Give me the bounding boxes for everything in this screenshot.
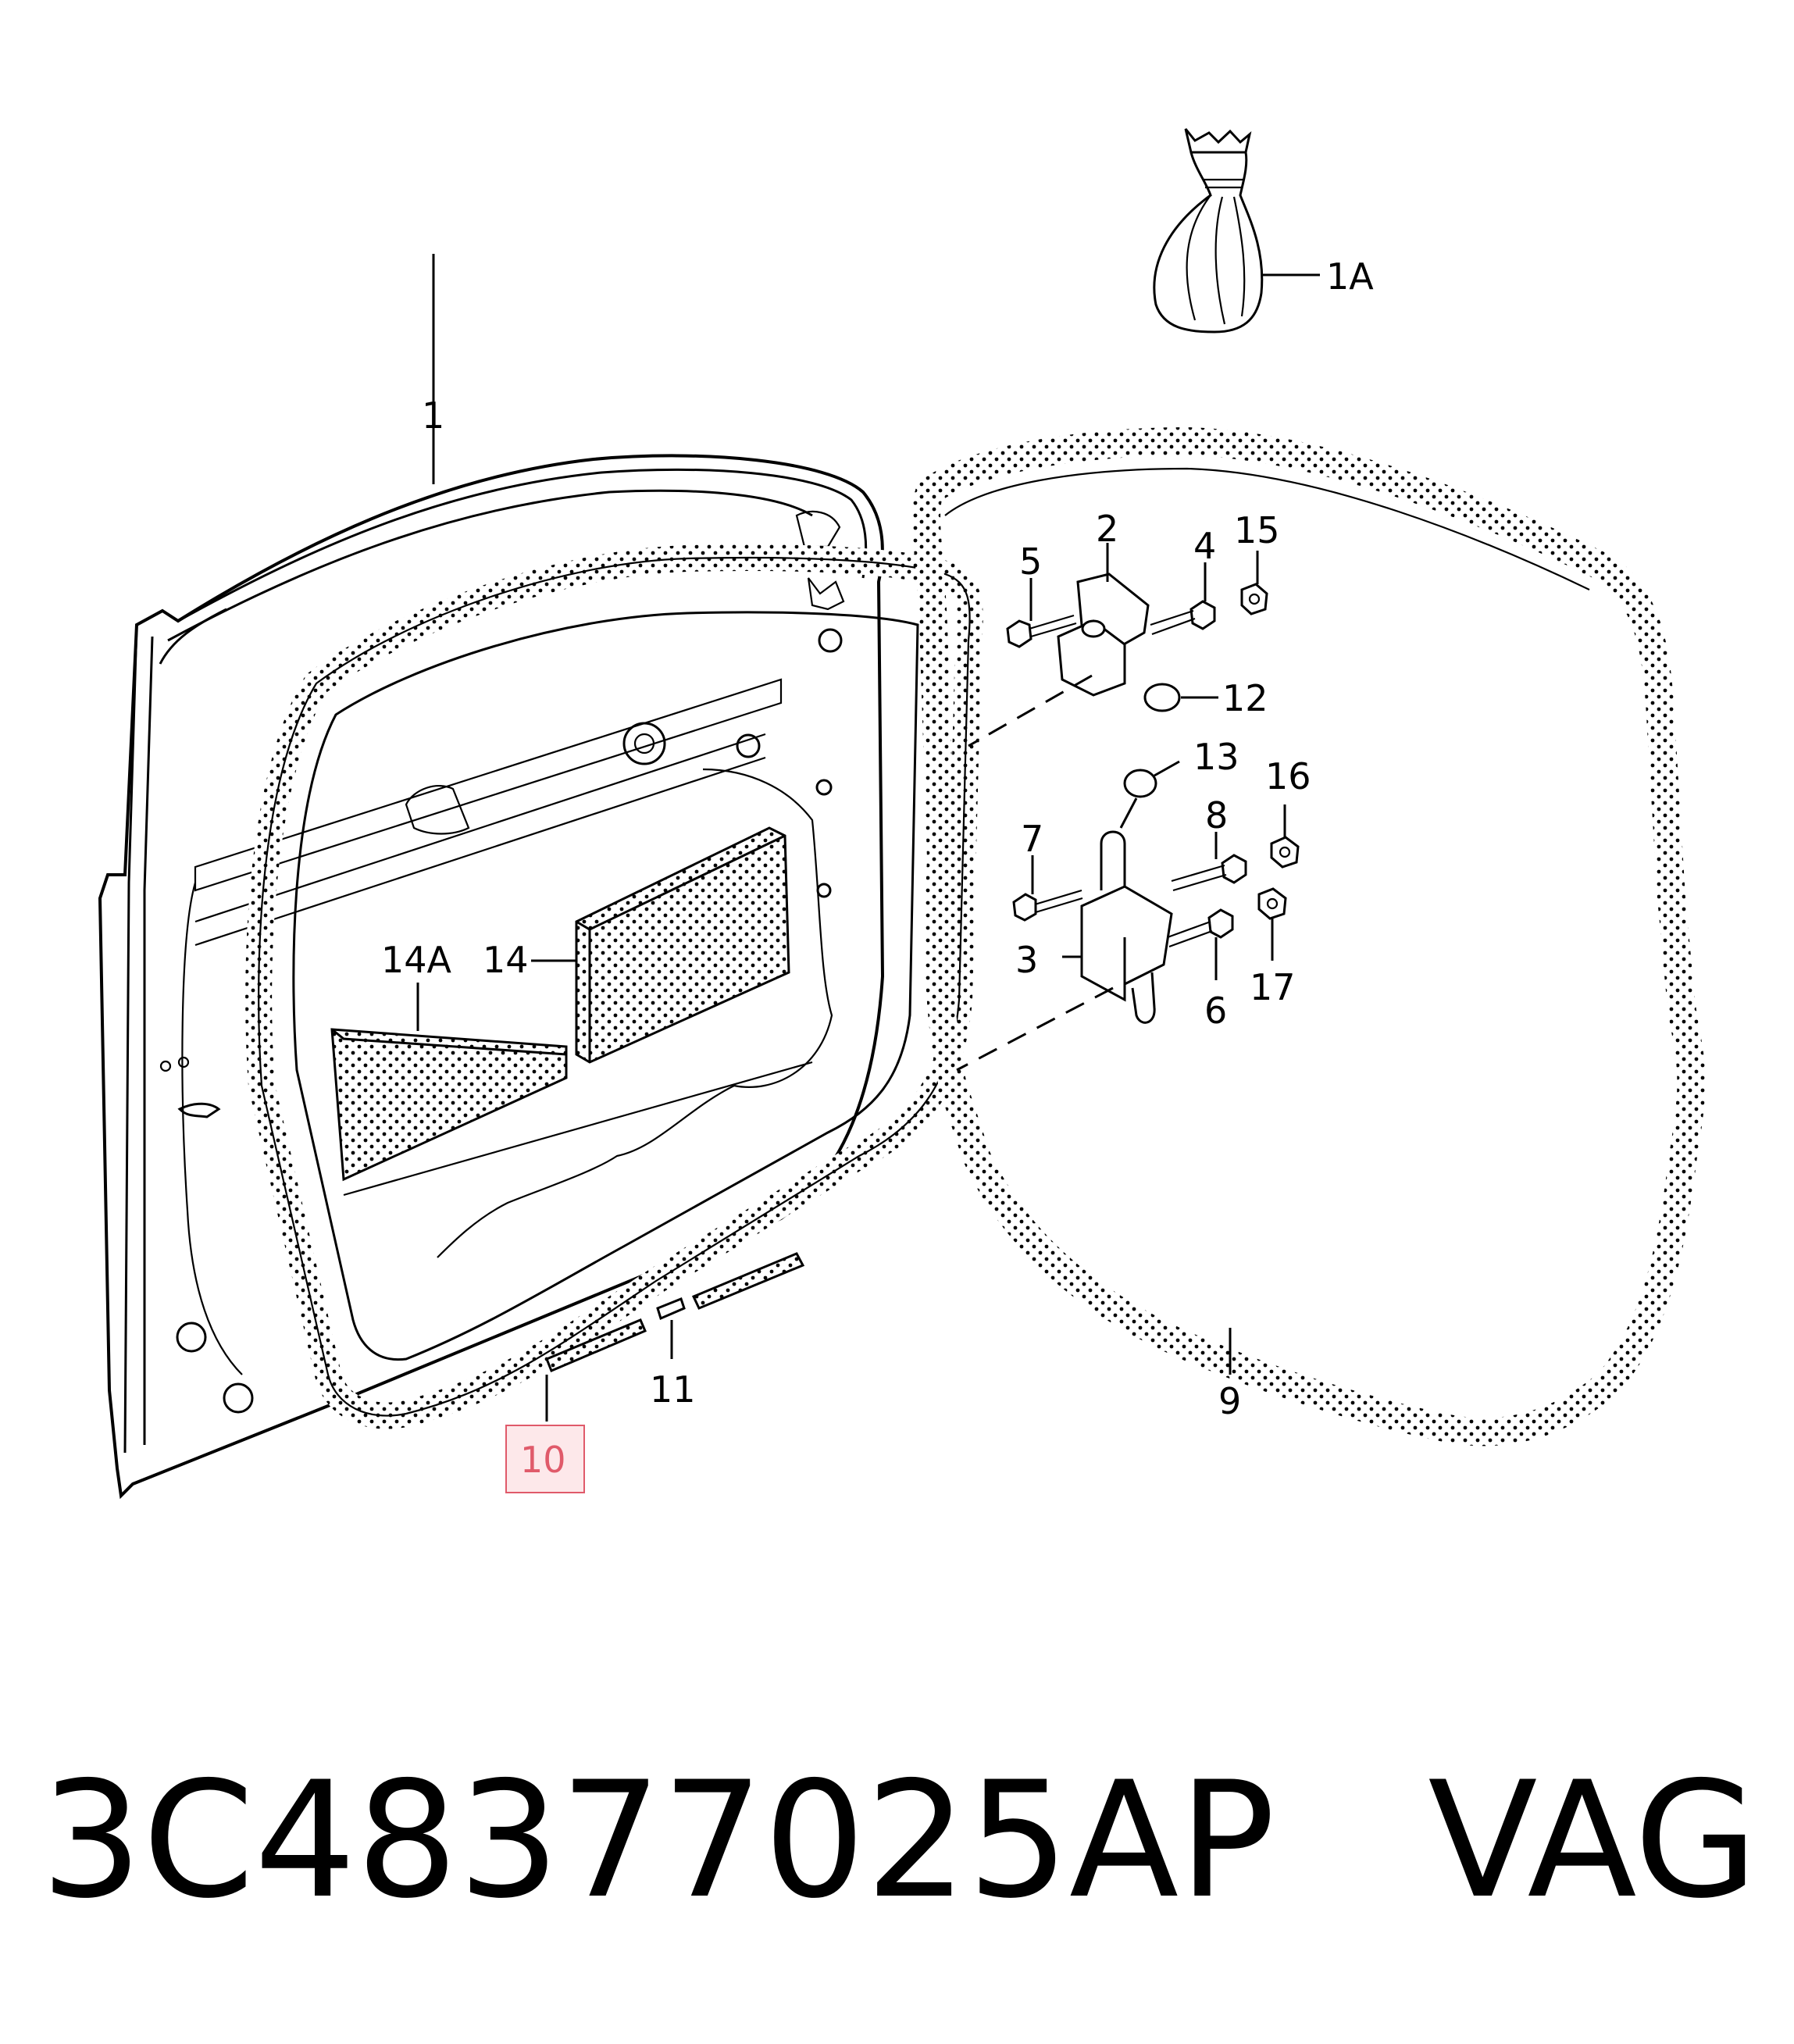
bolt-part-4 (1150, 562, 1216, 636)
label-13: 13 (1193, 736, 1239, 778)
cap-part-13 (1119, 760, 1180, 829)
label-14: 14 (483, 939, 529, 981)
hinge-lower-part-3 (1062, 830, 1173, 1024)
nut-part-16 (1270, 804, 1300, 869)
label-11: 11 (650, 1368, 696, 1411)
bag-part-1a (1153, 128, 1320, 334)
body-seal-part-9 (912, 426, 1706, 1446)
label-5: 5 (1019, 540, 1042, 583)
label-16: 16 (1265, 755, 1311, 797)
bolt-part-7 (1012, 855, 1083, 922)
label-1: 1 (422, 394, 444, 437)
part-number: 3C48377025AP (41, 1748, 1275, 1934)
label-1a: 1A (1326, 255, 1374, 298)
label-3: 3 (1015, 939, 1038, 981)
lower-hinge-axis-line (956, 986, 1114, 1072)
label-9: 9 (1218, 1380, 1241, 1422)
label-8: 8 (1205, 794, 1228, 837)
label-17: 17 (1250, 966, 1296, 1008)
label-2: 2 (1096, 508, 1118, 550)
part-number-footer: 3C48377025AP VAG (41, 1761, 1758, 1921)
label-6: 6 (1204, 990, 1227, 1032)
seal-joiner-part-11 (545, 1252, 805, 1372)
label-4: 4 (1193, 525, 1216, 567)
nut-part-17 (1257, 887, 1287, 961)
label-10: 10 (520, 1439, 566, 1481)
upper-hinge-axis-line (968, 674, 1093, 747)
label-14a: 14A (381, 939, 452, 981)
label-7: 7 (1021, 818, 1043, 860)
bolt-part-6 (1167, 908, 1234, 980)
bolt-part-5 (1006, 578, 1077, 648)
part-10-highlight-box[interactable] (505, 1425, 585, 1493)
door-inner-panel (292, 611, 919, 1361)
pad-part-14a (330, 983, 568, 1182)
brand-name: VAG (1428, 1748, 1758, 1934)
pad-part-14 (531, 826, 790, 1064)
nut-part-15 (1240, 551, 1268, 615)
hinge-upper-part-2 (1057, 543, 1150, 697)
cap-part-12 (1143, 683, 1218, 712)
bolt-part-8 (1171, 832, 1247, 892)
label-12: 12 (1222, 677, 1268, 719)
door-shell-part-1 (98, 254, 885, 1500)
label-15: 15 (1234, 509, 1280, 551)
